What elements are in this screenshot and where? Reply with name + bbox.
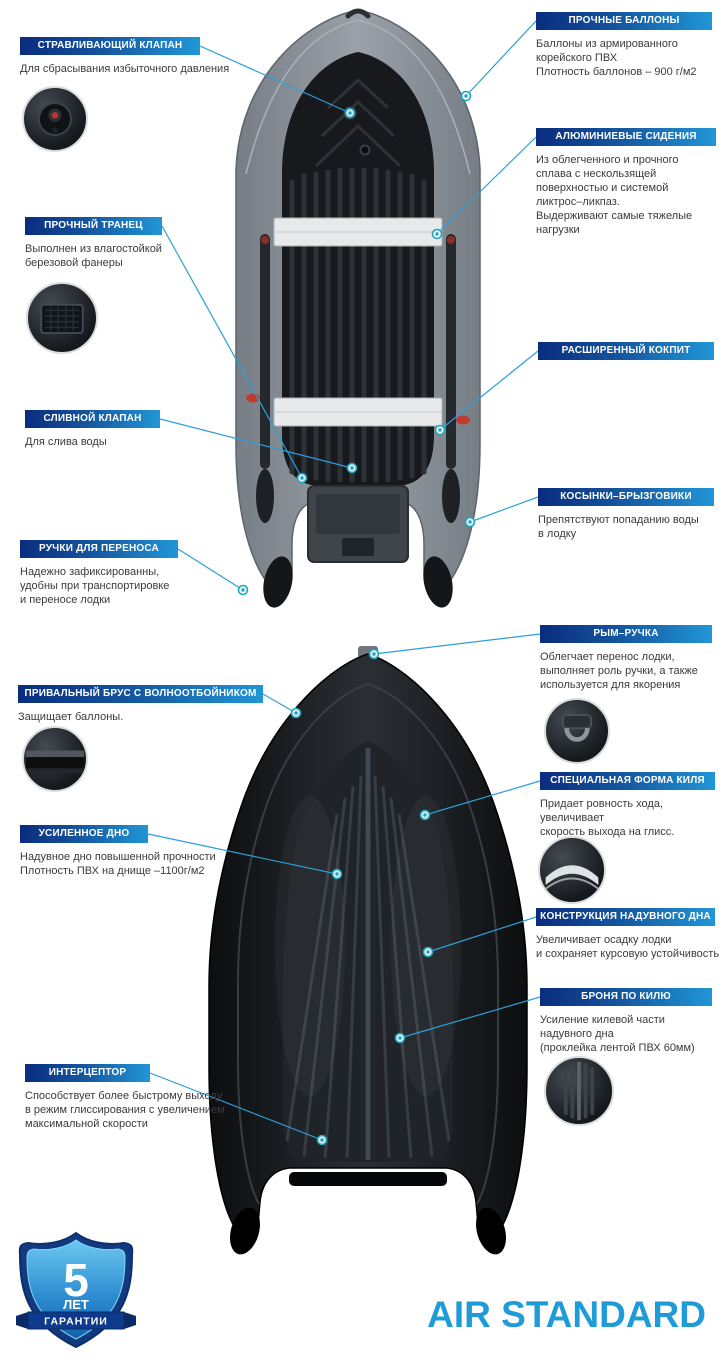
callout-keel-armor: БРОНЯ ПО КИЛЮ Усиление килевой части над… [540, 988, 725, 1055]
callout-desc: Баллоны из армированного корейского ПВХ … [536, 38, 697, 79]
callout-desc: Надувное дно повышенной прочности Плотно… [20, 851, 216, 878]
callout-label: БРОНЯ ПО КИЛЮ [540, 988, 712, 1006]
seat-front [273, 217, 443, 247]
callout-interceptor: ИНТЕРЦЕПТОР Способствует более быстрому … [25, 1064, 255, 1131]
callout-desc: Выполнен из влагостойкой березовой фанер… [25, 243, 162, 270]
callout-label: АЛЮМИНИЕВЫЕ СИДЕНИЯ [536, 128, 716, 146]
callout-bow-ring: РЫМ–РУЧКА Облегчает перенос лодки, выпол… [540, 625, 720, 692]
badge-number: 5 [63, 1254, 89, 1306]
callout-label: РЫМ–РУЧКА [540, 625, 712, 643]
callout-strong-tubes: ПРОЧНЫЕ БАЛЛОНЫ Баллоны из армированного… [536, 12, 716, 79]
callout-label: РАСШИРЕННЫЙ КОКПИТ [538, 342, 714, 360]
callout-desc: Увеличивает осадку лодки и сохраняет кур… [536, 934, 720, 961]
stern-cone-right [423, 556, 453, 608]
bottom-highlight-left [275, 796, 345, 1096]
brand-logo-right [456, 415, 470, 425]
callout-label: СТРАВЛИВАЮЩИЙ КЛАПАН [20, 37, 200, 55]
top-bow-valve-2 [359, 144, 371, 156]
callout-transom: ПРОЧНЫЙ ТРАНЕЦ Выполнен из влагостойкой … [25, 217, 215, 270]
callout-inflatable-floor: КОНСТРУКЦИЯ НАДУВНОГО ДНА Увеличивает ос… [536, 908, 721, 961]
bottom-highlight-right [391, 796, 461, 1096]
bow-ring-photo [544, 698, 610, 764]
seat-rear [273, 397, 443, 427]
callout-desc: Облегчает перенос лодки, выполняет роль … [540, 651, 698, 692]
bow-handle [345, 8, 371, 19]
callout-label: КОНСТРУКЦИЯ НАДУВНОГО ДНА [536, 908, 715, 926]
transom [307, 485, 409, 563]
keel-photo [538, 836, 606, 904]
callout-reinforced-floor: УСИЛЕННОЕ ДНО Надувное дно повышенной пр… [20, 825, 260, 878]
callout-aluminum-seats: АЛЮМИНИЕВЫЕ СИДЕНИЯ Из облегченного и пр… [536, 128, 721, 237]
badge-ribbon: ГАРАНТИИ [16, 1311, 136, 1330]
callout-desc: Усиление килевой части надувного дна (пр… [540, 1014, 695, 1055]
product-name: AIR STANDARD [427, 1294, 706, 1335]
bottom-cone-left [230, 1207, 260, 1255]
valve-photo [22, 86, 88, 152]
callout-desc: Придает ровность хода, увеличивает скоро… [540, 798, 675, 839]
keel-armor-photo [544, 1056, 614, 1126]
warranty-badge: 5 ЛЕТ ГАРАНТИИ [14, 1230, 138, 1355]
callout-label: СЛИВНОЙ КЛАПАН [25, 410, 160, 428]
callout-desc: Для сбрасывания избыточного давления [20, 63, 230, 75]
rubrail-photo [22, 726, 88, 792]
callout-pressure-relief-valve: СТРАВЛИВАЮЩИЙ КЛАПАН Для сбрасывания изб… [20, 37, 270, 76]
callout-desc: Для слива воды [25, 436, 107, 448]
callout-carry-handles: РУЧКИ ДЛЯ ПЕРЕНОСА Надежно зафиксированн… [20, 540, 220, 607]
badge-years: ЛЕТ [63, 1297, 89, 1312]
top-bow-valve [343, 106, 357, 120]
callout-label: ПРИВАЛЬНЫЙ БРУС С ВОЛНООТБОЙНИКОМ [18, 685, 263, 703]
bottom-cone-right [476, 1207, 506, 1255]
callout-splash-guards: КОСЫНКИ–БРЫЗГОВИКИ Препятствуют попадани… [538, 488, 718, 541]
callout-label: КОСЫНКИ–БРЫЗГОВИКИ [538, 488, 714, 506]
callout-desc: Надежно зафиксированны, удобны при транс… [20, 566, 170, 607]
callout-extended-cockpit: РАСШИРЕННЫЙ КОКПИТ [538, 342, 714, 367]
callout-label: ПРОЧНЫЕ БАЛЛОНЫ [536, 12, 712, 30]
callout-label: РУЧКИ ДЛЯ ПЕРЕНОСА [20, 540, 178, 558]
callout-label: СПЕЦИАЛЬНАЯ ФОРМА КИЛЯ [540, 772, 715, 790]
interceptor-strip [289, 1172, 447, 1186]
boat-top-view-illustration [235, 8, 481, 608]
callout-desc: Способствует более быстрому выходу в реж… [25, 1090, 225, 1131]
bottom-tube-seams [237, 683, 499, 1205]
callout-label: ПРОЧНЫЙ ТРАНЕЦ [25, 217, 162, 235]
brand-logo-left [246, 393, 260, 403]
callout-keel-shape: СПЕЦИАЛЬНАЯ ФОРМА КИЛЯ Придает ровность … [540, 772, 728, 839]
callout-drain-valve: СЛИВНОЙ КЛАПАН Для слива воды [25, 410, 185, 449]
callout-label: ИНТЕРЦЕПТОР [25, 1064, 150, 1082]
stern-cone-left [263, 556, 293, 608]
callout-desc: Из облегченного и прочного сплава с неск… [536, 154, 693, 237]
badge-warranty: ГАРАНТИИ [44, 1316, 108, 1328]
callout-desc: Препятствуют попаданию воды в лодку [538, 514, 699, 541]
callout-desc: Защищает баллоны. [18, 711, 124, 723]
callout-label: УСИЛЕННОЕ ДНО [20, 825, 148, 843]
boat-bottom-view-illustration [208, 646, 528, 1255]
transom-photo [26, 282, 98, 354]
callout-rub-rail: ПРИВАЛЬНЫЙ БРУС С ВОЛНООТБОЙНИКОМ Защища… [18, 685, 263, 724]
